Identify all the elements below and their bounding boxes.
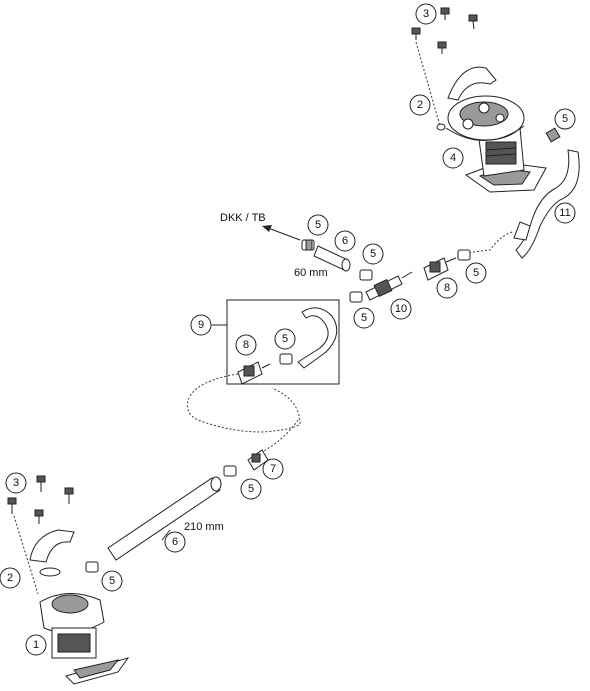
svg-text:9: 9 [198,319,204,331]
hose-6-lower [107,476,222,561]
callout-6-lower: 6 [164,531,186,553]
callout-5-dkk: 5 [307,214,329,236]
callout-9: 9 [190,314,212,336]
screws-bottom [7,475,74,595]
callout-5-before-10: 5 [353,307,375,329]
hose-clamp-right-8 [457,249,471,261]
callout-8-right: 8 [436,277,458,299]
svg-text:7: 7 [270,463,276,475]
callout-6-upper: 6 [334,230,356,252]
callout-2-bottom: 2 [0,567,21,589]
hose-clamp-before-10 [349,291,363,303]
svg-text:1: 1 [33,639,39,651]
callout-11: 11 [554,202,576,224]
bracket-bottom [29,529,75,577]
callout-10: 10 [390,298,412,320]
callout-3-bottom: 3 [5,472,27,494]
callout-1: 1 [25,634,47,656]
svg-text:5: 5 [361,312,367,324]
svg-text:5: 5 [248,483,254,495]
label-dkk-tb: DKK / TB [220,212,266,224]
svg-text:8: 8 [444,282,450,294]
svg-text:3: 3 [423,8,429,20]
callout-7: 7 [262,458,284,480]
svg-text:2: 2 [417,99,423,111]
svg-text:5: 5 [109,575,115,587]
label-length-60mm: 60 mm [294,267,328,279]
callout-5-box: 5 [274,328,296,350]
svg-text:2: 2 [7,572,13,584]
svg-text:5: 5 [282,333,288,345]
fuel-pump-bottom [39,592,130,685]
hose-clamp-after-6 [359,269,373,281]
svg-text:6: 6 [172,536,178,548]
callout-5-after-6: 5 [362,243,384,265]
screws-top [411,7,478,131]
quick-coupling-8-right [423,257,457,281]
svg-text:5: 5 [370,248,376,260]
callout-5-bottom-pump: 5 [101,570,123,592]
direction-arrow [262,225,301,241]
svg-text:10: 10 [395,303,407,315]
callout-5-top-right: 5 [554,108,576,130]
hose-clamp-lower [223,465,237,477]
bracket-top [447,66,497,101]
callout-8-box: 8 [235,334,257,356]
hose-clamp-dkk [301,239,315,251]
callout-5-lower-hose: 5 [240,478,262,500]
callout-4: 4 [442,147,464,169]
svg-text:11: 11 [559,207,570,219]
svg-text:5: 5 [562,113,568,125]
label-length-210mm: 210 mm [184,521,224,533]
svg-text:4: 4 [450,152,456,164]
callout-5-right-of-8: 5 [465,262,487,284]
kit-box-9 [212,299,340,385]
fuel-pump-top [445,95,547,193]
callout-2-top: 2 [409,94,431,116]
hose-6-upper [313,245,351,272]
svg-text:5: 5 [473,267,479,279]
hose-clamp-top-right [545,127,561,143]
hose-11 [465,149,580,259]
hose-clamp-bottom-pump [85,561,99,573]
svg-text:8: 8 [243,339,249,351]
fuel-filter-10 [365,271,413,301]
svg-text:5: 5 [315,219,321,231]
callout-3-top: 3 [415,3,437,25]
svg-text:6: 6 [342,235,348,247]
svg-text:3: 3 [13,477,19,489]
